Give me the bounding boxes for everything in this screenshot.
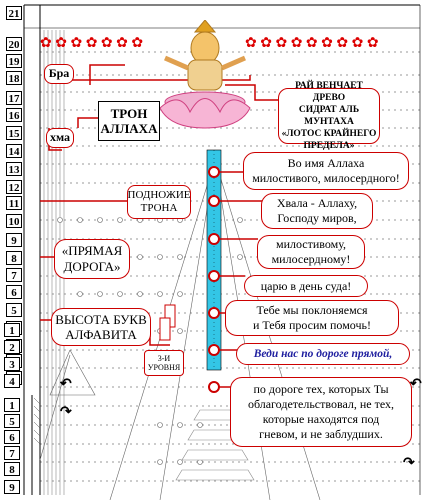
verse-line: милосердному! <box>271 252 351 266</box>
level-number: 15 <box>6 126 22 140</box>
level-number: 6 <box>4 430 20 444</box>
level-number: 7 <box>6 268 22 282</box>
verse-line: царю в день суда! <box>260 278 352 293</box>
level-number: 7 <box>4 446 20 460</box>
verse-box: Тебе мы поклоняемся и Тебя просим помочь… <box>225 300 399 336</box>
tree-caption-line: ПРЕДЕЛА» <box>303 141 355 151</box>
verse-box: Во имя Аллаха милостивого, милосердного! <box>243 152 409 190</box>
level-number: 6 <box>6 285 22 299</box>
level-number: 8 <box>4 462 20 476</box>
verse-line: и Тебя просим помочь! <box>253 318 371 332</box>
level-number: 19 <box>6 54 22 68</box>
flower-icon: ✿ ✿ ✿ ✿ ✿ ✿ ✿ <box>40 36 144 51</box>
verse-line: Тебе мы поклоняемся <box>256 303 368 317</box>
three-levels-label-line: УРОВНЯ <box>147 363 181 372</box>
level-number: 5 <box>4 414 20 428</box>
level-number: 2 <box>4 340 20 354</box>
level-number: 12 <box>6 180 22 194</box>
verse-line: которые находятся под <box>262 412 380 426</box>
tree-caption-line: СИДРАТ АЛЬ МУНТАХА <box>298 105 360 127</box>
level-number: 5 <box>6 303 22 317</box>
verse-line: Хвала - Аллаху, <box>276 196 358 210</box>
curved-arrow-icon: ↷ <box>403 456 415 471</box>
lotus-deity-icon <box>159 20 251 129</box>
footstool-label-line: ПОДНОЖИЕ <box>127 189 191 201</box>
verse-box: Хвала - Аллаху, Господу миров, <box>261 193 373 229</box>
verse-line: облагодетельствовал, не тех, <box>247 397 395 411</box>
letter-height-label-line: АЛФАВИТА <box>65 327 137 342</box>
verse-box: царю в день суда! <box>244 275 368 297</box>
verse-line: Господу миров, <box>277 211 357 225</box>
straight-path-label-line: «ПРЯМАЯ <box>61 243 123 258</box>
level-number: 4 <box>4 374 20 388</box>
letter-height-label: ВЫСОТА БУКВ АЛФАВИТА <box>51 308 151 346</box>
level-number: 20 <box>6 37 22 51</box>
three-levels-label: 3-И УРОВНЯ <box>144 350 184 376</box>
flower-icon: ✿ ✿ ✿ ✿ ✿ ✿ ✿ ✿ ✿ <box>245 36 379 51</box>
level-number: 8 <box>6 251 22 265</box>
syllable-tag: хма <box>46 128 74 148</box>
verse-line: милостивому, <box>275 237 347 251</box>
level-number: 16 <box>6 108 22 122</box>
level-number: 11 <box>6 196 22 210</box>
verse-line: гневом, и не заблудших. <box>259 427 383 441</box>
level-number: 9 <box>6 233 22 247</box>
throne-label-line: АЛЛАХА <box>100 121 158 136</box>
tree-caption-line: «ЛОТОС КРАЙНЕГО <box>281 129 377 139</box>
straight-path-label: «ПРЯМАЯ ДОРОГА» <box>54 239 130 279</box>
level-number: 17 <box>6 91 22 105</box>
throne-label-line: ТРОН <box>110 106 148 121</box>
level-number: 1 <box>4 398 20 412</box>
verse-box-highlight: Веди нас по дороге прямой, <box>236 343 410 365</box>
verse-box: по дороге тех, которых Ты облагодетельст… <box>230 377 412 447</box>
letter-height-label-line: ВЫСОТА БУКВ <box>55 312 147 327</box>
footstool-label-line: ТРОНА <box>140 202 178 214</box>
tree-caption-line: РАЙ ВЕНЧАЕТ ДРЕВО <box>295 81 363 103</box>
curved-arrow-icon: ↶ <box>60 377 72 392</box>
level-number: 21 <box>6 6 22 20</box>
curved-arrow-icon: ↷ <box>60 405 72 420</box>
verse-line: по дороге тех, которых Ты <box>253 382 389 396</box>
straight-path-label-line: ДОРОГА» <box>63 259 121 274</box>
level-number: 1 <box>4 323 20 337</box>
level-number: 13 <box>6 162 22 176</box>
verse-line: Веди нас по дороге прямой, <box>253 348 393 360</box>
level-number: 18 <box>6 71 22 85</box>
level-number: 9 <box>4 480 20 494</box>
level-number: 3 <box>4 357 20 371</box>
syllable-tag: Бра <box>44 64 74 84</box>
curved-arrow-icon: ↶ <box>410 377 422 392</box>
verse-line: милостивого, милосердного! <box>252 171 400 185</box>
three-levels-label-line: 3-И <box>157 354 171 363</box>
verse-box: милостивому, милосердному! <box>257 235 365 269</box>
tree-caption: РАЙ ВЕНЧАЕТ ДРЕВО СИДРАТ АЛЬ МУНТАХА «ЛО… <box>278 81 380 151</box>
level-number: 10 <box>6 214 22 228</box>
throne-label: ТРОН АЛЛАХА <box>98 101 160 141</box>
footstool-label: ПОДНОЖИЕ ТРОНА <box>127 185 191 219</box>
verse-line: Во имя Аллаха <box>287 156 365 170</box>
level-number: 14 <box>6 144 22 158</box>
